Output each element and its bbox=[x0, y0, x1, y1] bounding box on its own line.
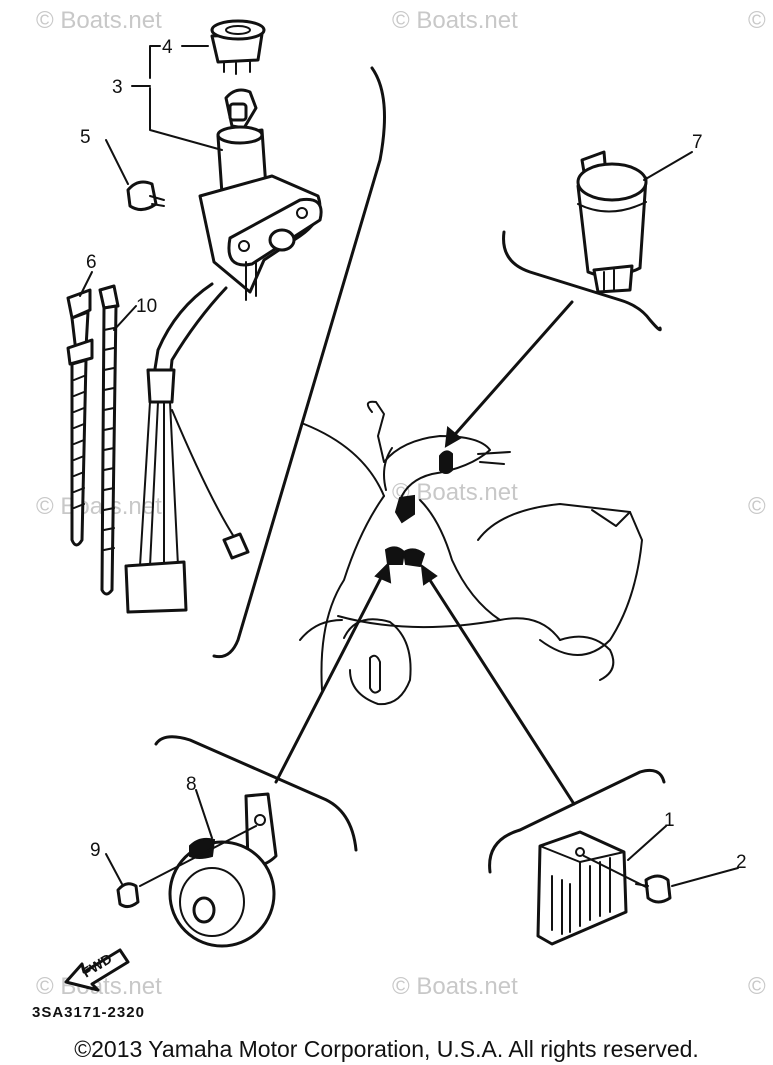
horn-screw-line bbox=[139, 825, 257, 887]
callout-2: 2 bbox=[736, 852, 747, 873]
callout-5: 5 bbox=[80, 127, 91, 148]
part-main-switch bbox=[198, 88, 323, 301]
watermark: © Boats.net bbox=[392, 973, 518, 1000]
part-flasher-relay bbox=[576, 150, 648, 294]
diagram-code: 3SA3171-2320 bbox=[32, 1004, 145, 1021]
part-lock-cap bbox=[210, 19, 266, 75]
relay-bracket bbox=[502, 230, 662, 332]
callout-9: 9 bbox=[90, 840, 101, 861]
horn-bracket bbox=[154, 735, 358, 852]
callout-3: 3 bbox=[112, 77, 123, 98]
callout-10: 10 bbox=[136, 296, 157, 317]
part-screw-5 bbox=[126, 180, 165, 211]
part-cable-band bbox=[66, 288, 94, 547]
part-rectifier bbox=[536, 830, 628, 946]
callout-4: 4 bbox=[162, 37, 173, 58]
part-horn bbox=[168, 792, 278, 948]
callout-6: 6 bbox=[86, 252, 97, 273]
part-bolt-2 bbox=[635, 874, 672, 904]
watermark: © Boats.net bbox=[748, 973, 773, 1000]
leader-arrows bbox=[274, 300, 576, 806]
callout-numbers: 4 3 5 6 10 7 8 9 1 2 bbox=[80, 37, 747, 873]
callout-leaders bbox=[79, 45, 739, 887]
watermark: © Boats.net bbox=[392, 7, 518, 34]
watermark: © Boats.net bbox=[748, 493, 773, 520]
part-tie-wrap bbox=[98, 284, 120, 596]
watermark: © Boats.net bbox=[748, 7, 773, 34]
part-screw-9 bbox=[116, 882, 140, 909]
location-markers bbox=[384, 450, 453, 568]
watermark: © Boats.net bbox=[36, 7, 162, 34]
scooter-outline bbox=[299, 400, 643, 706]
callout-8: 8 bbox=[186, 774, 197, 795]
callout-7: 7 bbox=[692, 132, 703, 153]
watermark: © Boats.net bbox=[36, 493, 162, 520]
rectifier-bracket bbox=[488, 768, 666, 874]
wire-harness bbox=[124, 282, 250, 614]
copyright-notice: ©2013 Yamaha Motor Corporation, U.S.A. A… bbox=[74, 1036, 699, 1062]
callout-1: 1 bbox=[664, 810, 675, 831]
rectifier-bolt-line bbox=[583, 855, 649, 889]
group-bracket bbox=[212, 66, 386, 659]
